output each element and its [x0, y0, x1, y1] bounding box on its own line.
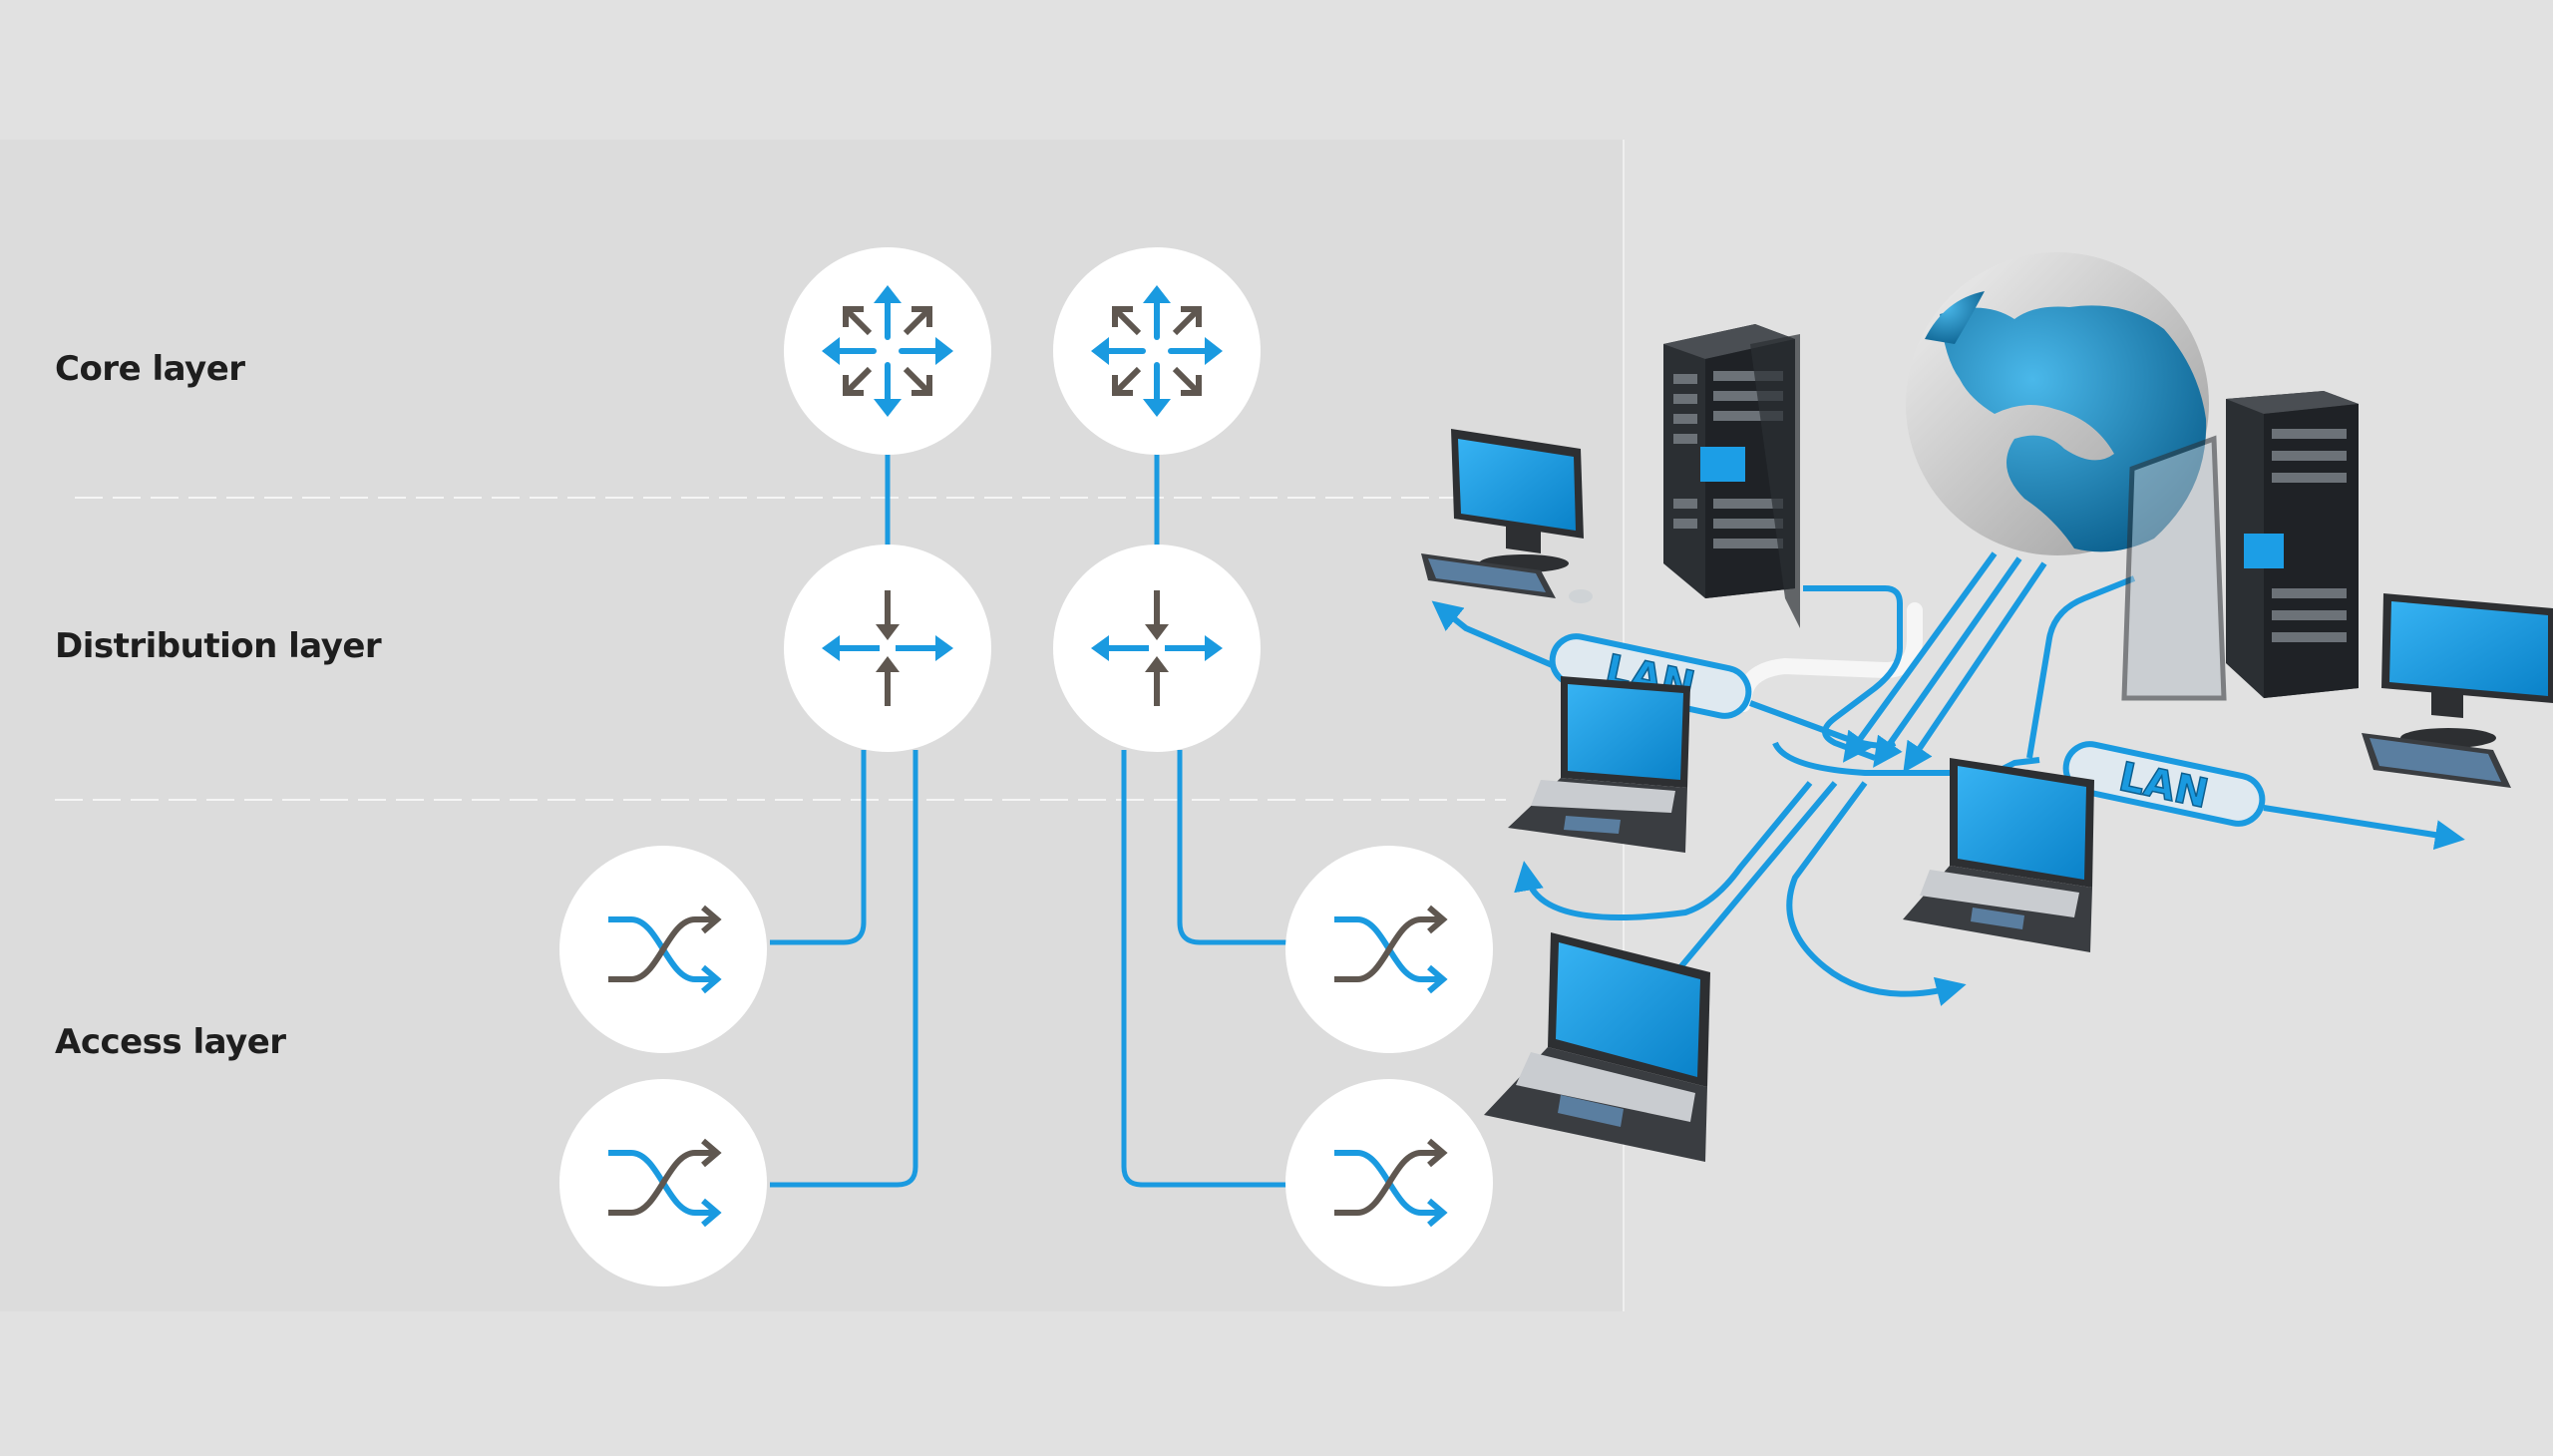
core-router-2[interactable] — [1053, 247, 1261, 455]
laptop-icon — [1903, 758, 2094, 952]
lan-illustration: LAN LAN — [1421, 252, 2553, 1162]
distribution-switch-2[interactable] — [1053, 545, 1261, 752]
desktop-computer-icon — [1421, 429, 1593, 603]
core-router-1[interactable] — [784, 247, 991, 455]
access-switch-3[interactable] — [1285, 846, 1493, 1053]
desktop-computer-icon — [2362, 593, 2553, 788]
lan-badge-right: LAN — [2062, 741, 2266, 827]
server-rack-icon — [2121, 391, 2359, 701]
laptop-icon — [1484, 932, 1710, 1162]
distribution-switch-1[interactable] — [784, 545, 991, 752]
core-router-icon — [822, 285, 953, 417]
access-switch-1[interactable] — [559, 846, 767, 1053]
access-switch-icon — [1334, 905, 1448, 994]
laptop-icon — [1508, 676, 1690, 853]
distribution-switch-icon — [822, 590, 953, 706]
hierarchy-links — [770, 454, 1286, 1188]
lan-links — [1735, 602, 1923, 712]
core-layer-label: Core layer — [55, 349, 245, 389]
core-router-icon — [1091, 285, 1223, 417]
access-layer-label: Access layer — [55, 1022, 286, 1062]
access-switch-icon — [608, 1138, 722, 1228]
server-rack-icon — [1663, 324, 1800, 628]
access-switch-icon — [608, 905, 722, 994]
distribution-layer-label: Distribution layer — [55, 626, 382, 666]
access-switch-2[interactable] — [559, 1079, 767, 1286]
access-switch-4[interactable] — [1285, 1079, 1493, 1286]
access-switch-icon — [1334, 1138, 1448, 1228]
distribution-switch-icon — [1091, 590, 1223, 706]
